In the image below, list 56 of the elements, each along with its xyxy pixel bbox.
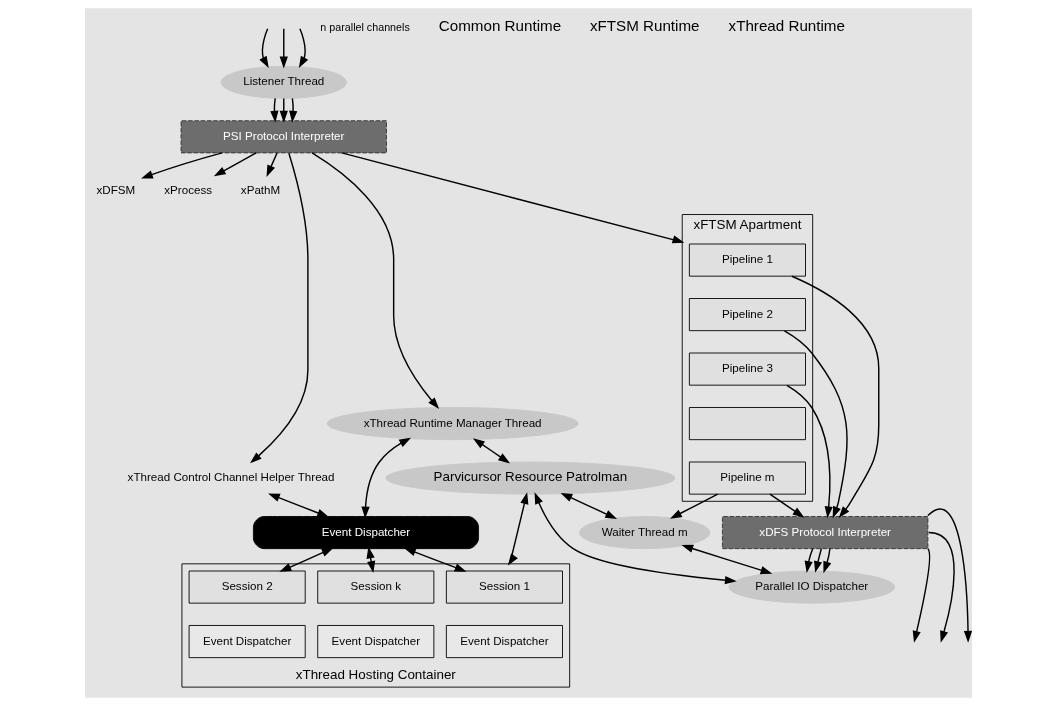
node-ellipse: Parvicursor Resource Patrolman	[385, 461, 676, 495]
label: xThread Runtime	[728, 17, 845, 35]
node-box: Pipeline 1	[688, 243, 806, 277]
node-box	[688, 407, 806, 441]
arrow	[404, 547, 467, 572]
arrow	[912, 547, 931, 643]
arrow	[361, 437, 412, 519]
arrow	[298, 28, 309, 69]
node-box: Pipeline m	[688, 461, 806, 495]
label: xFTSM Runtime	[589, 17, 700, 35]
node-ellipse: Parallel IO Dispatcher	[728, 570, 896, 604]
node-box: Pipeline 3	[688, 352, 806, 386]
arrow	[213, 152, 257, 177]
arrow	[279, 28, 288, 69]
node-box: Event Dispatcher	[317, 625, 435, 659]
arrow	[786, 384, 833, 519]
arrow	[259, 28, 269, 69]
arrow	[289, 97, 298, 123]
node-ellipse: Waiter Thread m	[579, 516, 711, 550]
label: n parallel channels	[320, 20, 410, 33]
arrow	[311, 152, 440, 410]
node-box: Session 1	[445, 570, 563, 604]
arrow	[560, 492, 618, 519]
node-ellipse: Listener Thread	[220, 65, 347, 99]
node-box: Event Dispatcher	[188, 625, 306, 659]
arrow	[791, 275, 880, 519]
node-box: Pipeline 2	[688, 298, 806, 332]
arrow	[823, 548, 832, 574]
arrow	[769, 493, 805, 518]
node-ellipse: xThread Runtime Manager Thread	[326, 407, 579, 441]
node-text: xPathM	[240, 183, 281, 197]
arrow	[341, 152, 685, 244]
arrow	[783, 330, 848, 519]
arrow	[534, 492, 737, 585]
arrow	[250, 152, 309, 464]
node-text: xThread Control Channel Helper Thread	[127, 470, 335, 484]
arrow	[507, 492, 529, 566]
arrow	[141, 152, 223, 179]
arrow	[681, 544, 773, 575]
arrow	[266, 152, 278, 177]
node-box: Event Dispatcher	[445, 625, 563, 659]
node-text: xDFSM	[96, 183, 136, 197]
node-box: Session k	[317, 570, 435, 604]
arrow	[927, 508, 972, 643]
node-box: xDFS Protocol Interpreter	[722, 516, 929, 550]
arrow	[669, 493, 719, 519]
arrow	[814, 548, 823, 573]
arrow	[928, 531, 955, 643]
node-text: xProcess	[164, 183, 213, 197]
arrow	[472, 438, 511, 464]
node-box: Session 2	[188, 570, 306, 604]
arrow	[268, 493, 330, 518]
label: Common Runtime	[438, 17, 562, 35]
node-box: Event Dispatcher	[252, 516, 479, 550]
arrow	[279, 547, 334, 572]
node-box: PSI Protocol Interpreter	[180, 120, 387, 154]
